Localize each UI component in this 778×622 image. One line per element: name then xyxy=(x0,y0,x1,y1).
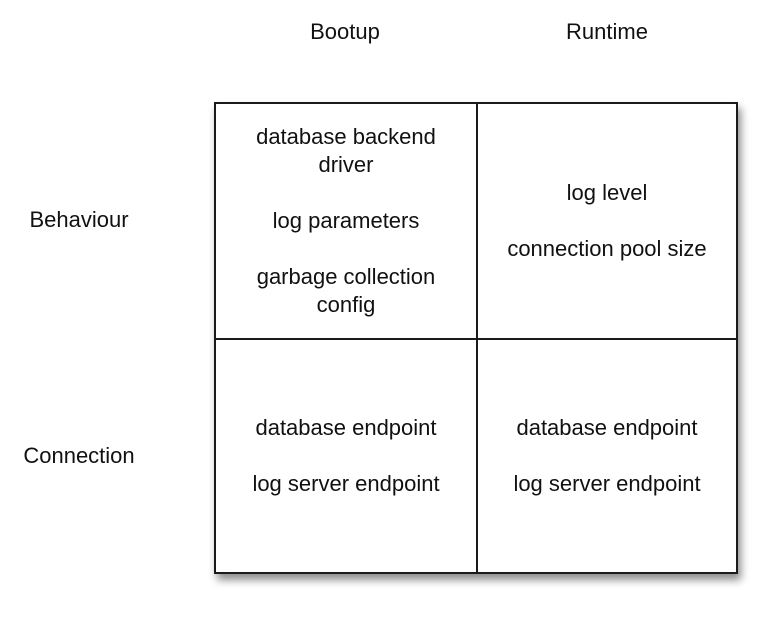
cell-connection-bootup: database endpoint log server endpoint xyxy=(216,340,478,572)
cell-item: database endpoint xyxy=(516,415,698,440)
matrix-grid: database backend driver log parameters g… xyxy=(214,102,738,574)
cell-behaviour-bootup: database backend driver log parameters g… xyxy=(216,104,478,340)
row-header-connection: Connection xyxy=(23,443,135,468)
cell-item: connection pool size xyxy=(507,236,707,261)
cell-item: database backend driver xyxy=(256,124,436,177)
cell-item: database endpoint xyxy=(255,415,437,440)
row-header-behaviour: Behaviour xyxy=(29,207,129,232)
cell-item: log server endpoint xyxy=(252,471,440,496)
cell-item: garbage collection config xyxy=(256,264,436,317)
cell-behaviour-runtime: log level connection pool size xyxy=(478,104,736,340)
cell-item: log level xyxy=(566,180,648,205)
cell-connection-runtime: database endpoint log server endpoint xyxy=(478,340,736,572)
column-header-runtime: Runtime xyxy=(566,19,648,44)
cell-item: log parameters xyxy=(272,208,420,233)
cell-item: log server endpoint xyxy=(513,471,701,496)
column-header-bootup: Bootup xyxy=(310,19,380,44)
